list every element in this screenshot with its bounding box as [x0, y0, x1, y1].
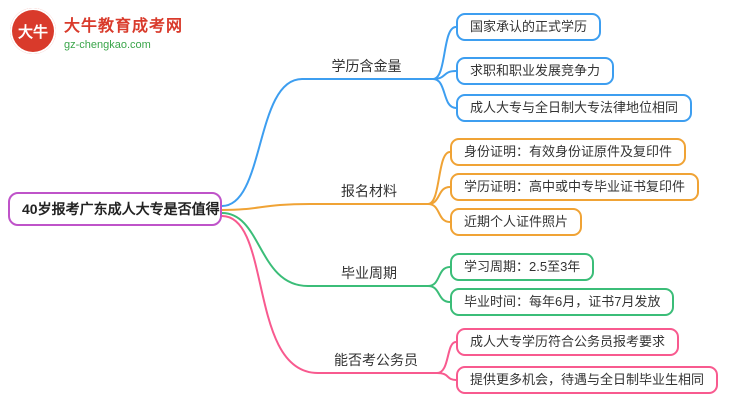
branch-0-child-2-curve [432, 78, 457, 109]
branch-0-child-0-curve [432, 26, 457, 80]
branch-0-curve [221, 78, 434, 207]
branch-2-child-1-curve [427, 285, 451, 303]
root-node: 40岁报考广东成人大专是否值得 [8, 192, 222, 226]
leaf-node: 学历证明：高中或中专毕业证书复印件 [450, 173, 700, 201]
branch-3-child-1-curve [436, 372, 457, 381]
branch-0-child-1-curve [432, 70, 457, 80]
branch-1-curve [221, 203, 429, 211]
leaf-node: 提供更多机会，待遇与全日制毕业生相同 [456, 366, 719, 394]
leaf-node: 学习周期：2.5至3年 [450, 253, 595, 281]
leaf-node: 毕业时间：每年6月，证书7月发放 [450, 288, 675, 316]
branch-label-xueli-hanjinliang: 学历含金量 [331, 58, 402, 74]
branch-label-biye-zhouqi: 毕业周期 [341, 265, 397, 281]
logo-text: 大牛教育成考网 gz-chengkao.com [64, 12, 183, 51]
branch-2-curve [221, 212, 429, 287]
leaf-node: 成人大专学历符合公务员报考要求 [456, 328, 680, 356]
branch-2-child-0-curve [427, 266, 451, 287]
branch-3-curve [221, 215, 438, 374]
branch-label-kao-gongwuyuan: 能否考公务员 [334, 352, 418, 368]
logo-bull-icon: 大牛 [10, 8, 56, 54]
logo: 大牛 大牛教育成考网 gz-chengkao.com [10, 8, 183, 54]
leaf-node: 求职和职业发展竞争力 [456, 57, 615, 85]
branch-3-child-0-curve [436, 341, 457, 374]
leaf-node: 身份证明：有效身份证原件及复印件 [450, 138, 687, 166]
branch-label-baoming-cailiao: 报名材料 [341, 183, 397, 199]
leaf-node: 国家承认的正式学历 [456, 13, 602, 41]
branch-1-child-2-curve [427, 203, 451, 223]
branch-1-child-0-curve [427, 151, 451, 205]
leaf-node: 近期个人证件照片 [450, 208, 583, 236]
site-url: gz-chengkao.com [64, 38, 151, 51]
leaf-node: 成人大专与全日制大专法律地位相同 [456, 94, 693, 122]
site-name: 大牛教育成考网 [64, 17, 184, 35]
